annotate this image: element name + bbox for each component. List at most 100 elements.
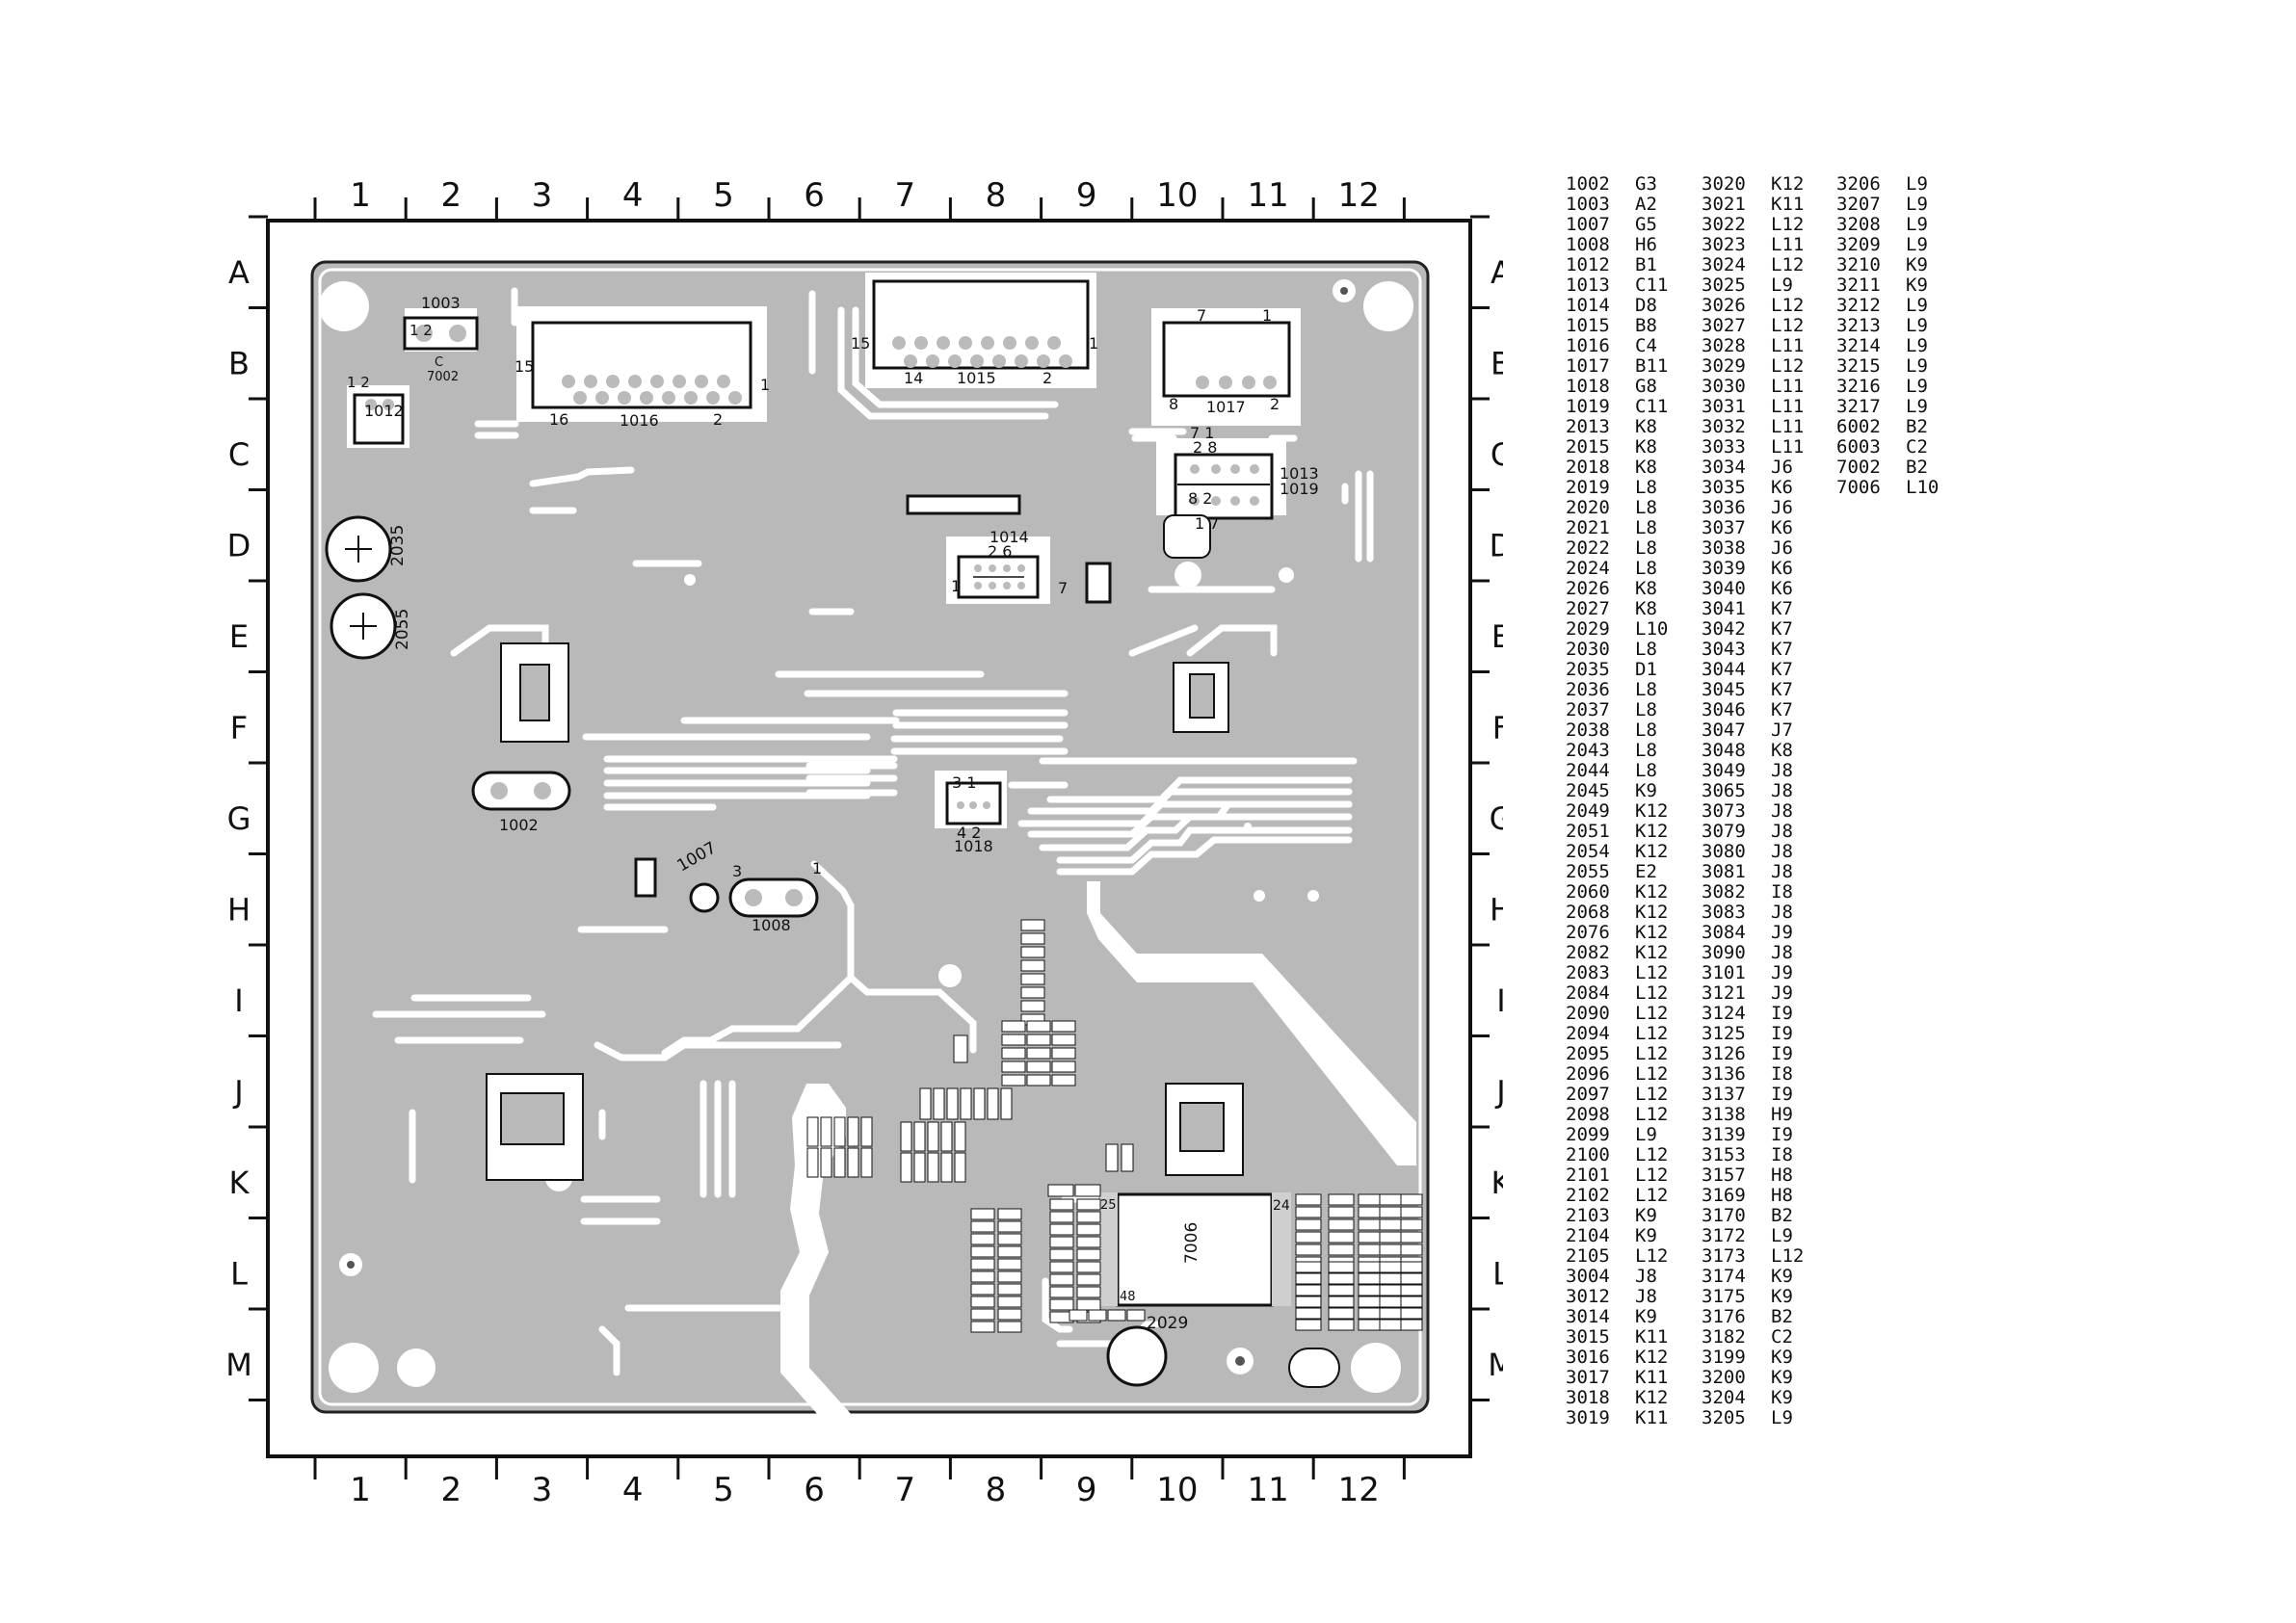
- reference-designator: 3173: [1702, 1244, 1746, 1267]
- reference-designator: 1018: [1566, 375, 1610, 397]
- reference-designator: 3182: [1702, 1325, 1746, 1348]
- outer-frame: [266, 219, 1472, 1458]
- reference-designator: 3025: [1702, 274, 1746, 296]
- reference-location: K9: [1771, 1366, 1793, 1388]
- reference-location: L8: [1635, 516, 1657, 538]
- grid-row-label: L: [230, 1256, 248, 1293]
- reference-designator: 3090: [1702, 941, 1746, 963]
- reference-designator: 2099: [1566, 1123, 1610, 1145]
- reference-designator: 3029: [1702, 354, 1746, 377]
- board-area: [310, 260, 1430, 1414]
- reference-designator: 3032: [1702, 415, 1746, 437]
- grid-row-label: D: [1490, 528, 1503, 564]
- reference-location: J6: [1771, 456, 1793, 478]
- reference-designator: 2076: [1566, 921, 1610, 943]
- reference-designator: 3176: [1702, 1305, 1746, 1327]
- reference-location: I8: [1771, 1143, 1793, 1165]
- reference-location: J9: [1771, 921, 1793, 943]
- grid-row-label: B: [1491, 346, 1503, 382]
- crystal-1002: [471, 771, 571, 811]
- reference-location: K9: [1906, 274, 1928, 296]
- reference-designator: 2024: [1566, 557, 1610, 579]
- reference-location: L9: [1771, 1224, 1793, 1246]
- reference-designator: 3017: [1566, 1366, 1610, 1388]
- reference-designator: 3044: [1702, 658, 1746, 680]
- reference-designator: 2060: [1566, 880, 1610, 903]
- ic-7006: [1098, 1192, 1291, 1307]
- reference-location: K9: [1635, 1305, 1657, 1327]
- reference-location: K12: [1635, 840, 1669, 862]
- reference-designator: 2090: [1566, 1002, 1610, 1024]
- label-7002: 7002: [427, 370, 459, 384]
- reference-location: J8: [1771, 799, 1793, 822]
- grid-row-label: B: [228, 346, 250, 382]
- reference-designator: 3026: [1702, 294, 1746, 316]
- reference-designator: 3047: [1702, 719, 1746, 741]
- label-1008-pin-3: 3: [732, 862, 742, 880]
- reference-designator: 3206: [1836, 172, 1881, 195]
- reference-location: D1: [1635, 658, 1657, 680]
- component-1007: [689, 882, 720, 913]
- reference-designator: 3207: [1836, 193, 1881, 215]
- reference-location: K11: [1635, 1325, 1669, 1348]
- label-1015-pin-15: 15: [851, 334, 870, 353]
- reference-location: L9: [1771, 1406, 1793, 1428]
- power-track-bottom: [780, 1084, 853, 1416]
- reference-designator: 3172: [1702, 1224, 1746, 1246]
- grid-column-label: 12: [1338, 176, 1380, 215]
- grid-row-label: C: [228, 436, 250, 473]
- reference-designator: 2045: [1566, 779, 1610, 801]
- reference-location: L12: [1771, 253, 1805, 275]
- traces: [372, 287, 1374, 1376]
- reference-designator: 3082: [1702, 880, 1746, 903]
- reference-location: L11: [1771, 334, 1805, 356]
- reference-designator: 2021: [1566, 516, 1610, 538]
- reference-location: K11: [1635, 1406, 1669, 1428]
- reference-designator: 1014: [1566, 294, 1610, 316]
- grid-column-label: 2: [440, 176, 462, 215]
- reference-location: L12: [1771, 213, 1805, 235]
- grid-column-label: 4: [622, 1471, 644, 1509]
- reference-location: A2: [1635, 193, 1657, 215]
- grid-row-label: K: [229, 1165, 251, 1201]
- label-1014-pin-7: 7: [1058, 579, 1068, 597]
- reference-location: J8: [1771, 901, 1793, 923]
- reference-location: L9: [1906, 314, 1928, 336]
- grid-row-label: H: [227, 892, 251, 929]
- reference-designator: 3015: [1566, 1325, 1610, 1348]
- reference-location: L12: [1635, 1184, 1669, 1206]
- reference-location: L8: [1635, 638, 1657, 660]
- reference-designator: 3027: [1702, 314, 1746, 336]
